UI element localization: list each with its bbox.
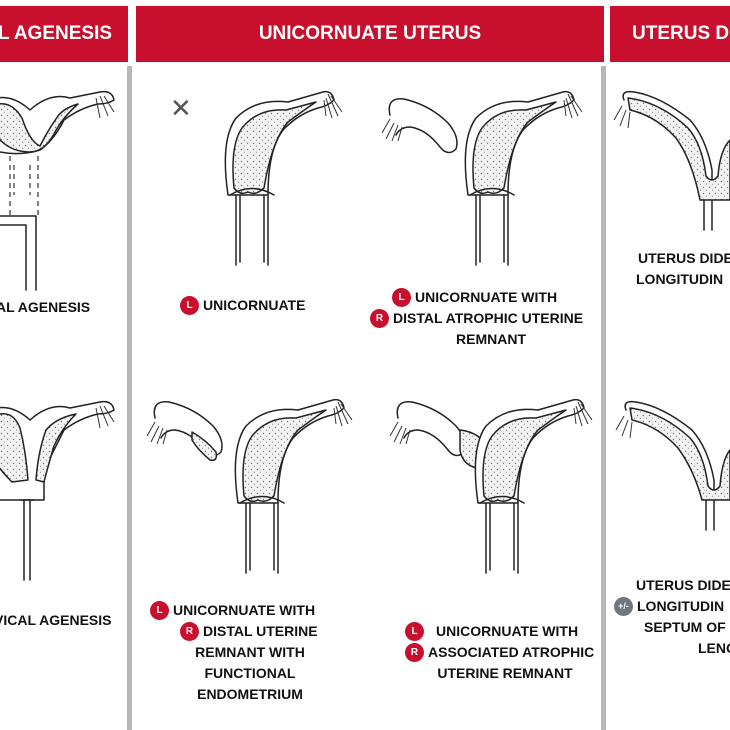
label-cervical-agenesis-bottom: VICAL AGENESIS — [0, 612, 112, 628]
left-side-badge: L — [405, 622, 424, 641]
column-title: L AGENESIS — [0, 23, 113, 44]
close-icon: ✕ — [170, 94, 192, 124]
label-unicornuate: L UNICORNUATE — [180, 295, 305, 316]
label-unicornuate-functional-remnant: L UNICORNUATE WITH R DISTAL UTERINE REMN… — [150, 600, 340, 705]
label-cervical-agenesis-top: AL AGENESIS — [0, 299, 91, 315]
unicornuate-associated-remnant-diagram — [474, 398, 593, 574]
right-side-badge: R — [405, 643, 424, 662]
cervical-agenesis-diagram-top — [0, 90, 115, 291]
cervical-agenesis-diagram-bottom — [0, 400, 115, 581]
label-didelphys-bottom: UTERUS DIDE +/- LONGITUDIN SEPTUM OF LEN… — [614, 575, 730, 659]
column-header-cervical-agenesis: L AGENESIS — [0, 6, 128, 62]
column-title: UNICORNUATE UTERUS — [258, 23, 482, 44]
unicornuate-functional-remnant-diagram — [234, 398, 353, 574]
didelphys-diagram-bottom — [615, 400, 730, 531]
column-header-unicornuate-uterus: UNICORNUATE UTERUS — [136, 6, 604, 62]
column-title: UTERUS D — [632, 23, 730, 44]
left-side-badge: L — [392, 288, 411, 307]
unicornuate-diagram — [224, 90, 343, 266]
unicornuate-with-atrophic-remnant-diagram — [464, 90, 583, 266]
didelphys-diagram-top — [613, 90, 730, 231]
label-didelphys-top: UTERUS DIDE LONGITUDIN — [636, 250, 730, 287]
atrophic-remnant-horn — [381, 98, 458, 154]
left-side-badge: L — [150, 601, 169, 620]
associated-remnant-horn — [389, 401, 466, 457]
right-side-badge: R — [370, 309, 389, 328]
column-divider-left — [127, 66, 132, 730]
plus-minus-badge: +/- — [614, 597, 633, 616]
column-divider-right — [601, 66, 606, 730]
left-side-badge: L — [180, 296, 199, 315]
label-unicornuate-distal-atrophic: L UNICORNUATE WITH R DISTAL ATROPHIC UTE… — [370, 287, 600, 350]
label-unicornuate-associated-remnant: L UNICORNUATE WITH R ASSOCIATED ATROPHIC… — [405, 621, 605, 684]
right-side-badge: R — [180, 622, 199, 641]
column-header-uterus-didelphys: UTERUS D — [610, 6, 730, 62]
